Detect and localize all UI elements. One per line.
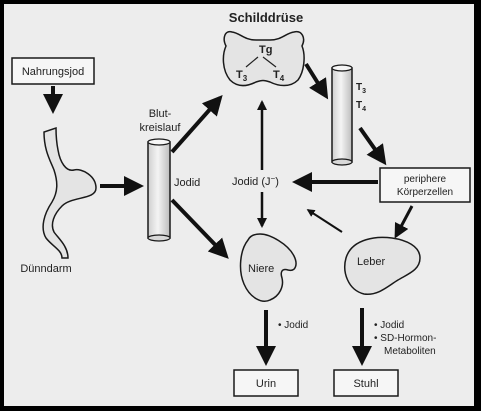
stuhl-box: Stuhl: [333, 369, 399, 397]
kidney-niere: Niere: [239, 233, 297, 302]
thyroid-line-right: [262, 56, 277, 68]
intestine-shape: [42, 126, 97, 259]
jodid-center-label: Jodid (J−): [232, 174, 279, 188]
tube-t4-label: T4: [356, 100, 366, 113]
nahrungsjod-label: Nahrungsjod: [22, 66, 84, 78]
urin-label: Urin: [256, 378, 276, 390]
nahrungsjod-box: Nahrungsjod: [11, 57, 95, 85]
blutkreislauf-line2: kreislauf: [140, 122, 182, 134]
periphere-line2: Körperzellen: [397, 187, 453, 198]
arrow-blood-to-kidney: [170, 198, 229, 259]
thyroid-t3-label: T3: [236, 69, 248, 83]
urine-note: • Jodid: [278, 320, 308, 331]
thyroid-line-left: [245, 56, 259, 68]
arrow-blood-to-thyroid: [170, 95, 223, 154]
title-schilddruese: Schilddrüse: [229, 10, 303, 25]
liver-leber: Leber: [344, 236, 421, 295]
jodid-blood-label: Jodid: [174, 177, 200, 189]
periphere-box: periphere Körperzellen: [379, 167, 471, 203]
tube-t3-label: T3: [356, 82, 366, 95]
thyroid-shape: [222, 30, 305, 87]
stool-note-line1: • Jodid: [374, 320, 404, 331]
thyroid-t4-label: T4: [273, 69, 285, 83]
stool-note-line3: Metaboliten: [384, 346, 436, 357]
arrow-periphery-to-liver: [394, 205, 414, 239]
arrow-liver-to-center: [306, 209, 343, 233]
arrow-hormones-to-periphery: [358, 126, 387, 166]
blood-vessel-tube: [147, 138, 171, 242]
stuhl-label: Stuhl: [353, 378, 378, 390]
niere-label: Niere: [248, 263, 274, 275]
stool-note-line2: • SD-Hormon-: [374, 333, 436, 344]
hormone-tube: [331, 64, 353, 166]
leber-label: Leber: [357, 256, 385, 268]
duenndarm-label: Dünndarm: [20, 263, 71, 275]
thyroid-tg-label: Tg: [259, 44, 272, 56]
periphere-line1: periphere: [404, 174, 447, 185]
arrow-thyroid-to-hormones: [304, 62, 329, 100]
thyroid-gland: Tg T3 T4: [222, 30, 305, 87]
urin-box: Urin: [233, 369, 299, 397]
blutkreislauf-line1: Blut-: [149, 108, 172, 120]
